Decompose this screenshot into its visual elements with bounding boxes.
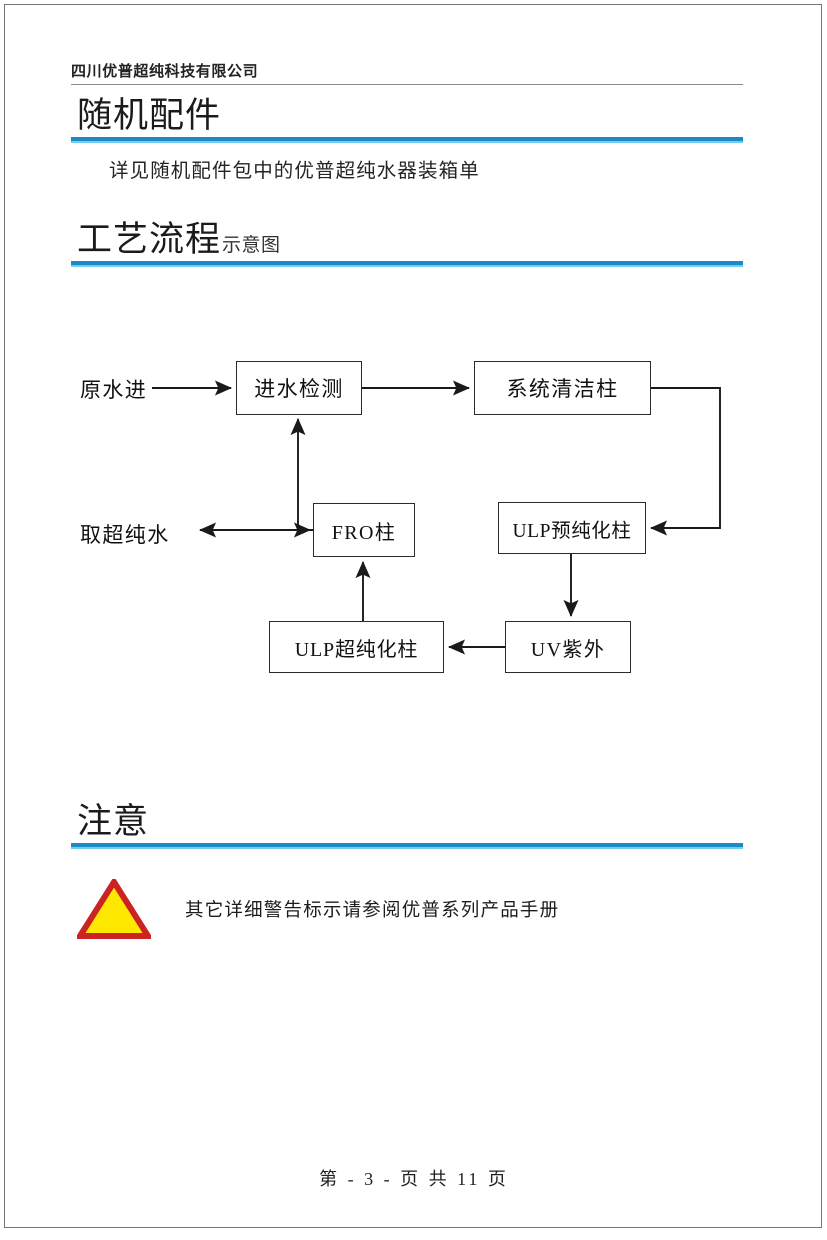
flow-node-uv[interactable]: UV紫外 — [505, 621, 631, 673]
flow-label-raw-water-in: 原水进 — [80, 378, 148, 402]
flow-node-system-clean-column[interactable]: 系统清洁柱 — [474, 361, 651, 415]
section-heading-row: 注意 — [71, 803, 743, 841]
document-page: 四川优普超纯科技有限公司 随机配件 详见随机配件包中的优普超纯水器装箱单 工艺流… — [4, 4, 822, 1228]
page-footer: 第 - 3 - 页 共 11 页 — [5, 1165, 823, 1191]
section-rule-process-flow — [71, 260, 743, 267]
section-subtitle-process-flow: 示意图 — [222, 235, 281, 256]
footer-page-number: 第 - 3 - 页 共 11 页 — [319, 1169, 509, 1189]
flow-node-ulp-pre-purify-column[interactable]: ULP预纯化柱 — [498, 502, 646, 554]
warning-text: 其它详细警告标示请参阅优普系列产品手册 — [185, 899, 560, 921]
section-rule-accessories — [71, 136, 743, 143]
section-caution: 注意 其它详细警告标示请参阅优普系列产品手册 — [71, 803, 743, 939]
section-title-caution: 注意 — [77, 802, 150, 841]
warning-triangle-icon — [77, 878, 151, 939]
flow-node-inlet-detect[interactable]: 进水检测 — [236, 361, 362, 415]
section-process-flow: 工艺流程 示意图 — [71, 221, 743, 267]
header-company-name: 四川优普超纯科技有限公司 — [71, 62, 259, 80]
section-rule-caution — [71, 842, 743, 849]
section-heading-row: 工艺流程 示意图 — [71, 221, 743, 259]
warning-row: 其它详细警告标示请参阅优普系列产品手册 — [71, 878, 743, 939]
flow-node-fro-column[interactable]: FRO柱 — [313, 503, 415, 557]
section-heading-row: 随机配件 — [71, 97, 743, 135]
section-title-process-flow: 工艺流程 — [77, 220, 222, 259]
section-title-accessories: 随机配件 — [77, 96, 222, 135]
document-header: 四川优普超纯科技有限公司 — [71, 63, 743, 85]
section-body-accessories: 详见随机配件包中的优普超纯水器装箱单 — [109, 160, 480, 182]
flow-node-ulp-ultra-purify-column[interactable]: ULP超纯化柱 — [269, 621, 444, 673]
flow-label-take-ultrapure-water: 取超纯水 — [80, 523, 170, 547]
section-accessories: 随机配件 详见随机配件包中的优普超纯水器装箱单 — [71, 97, 743, 186]
